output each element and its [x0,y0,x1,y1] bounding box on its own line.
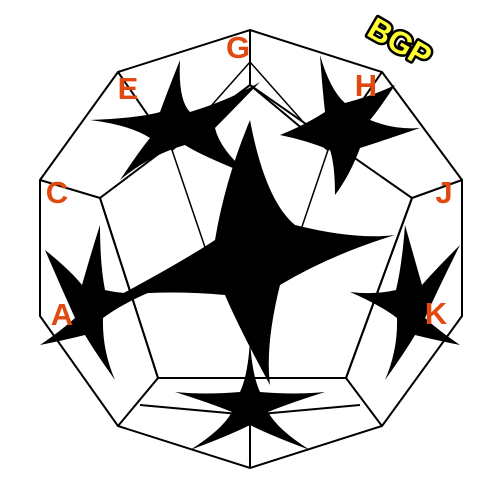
vertex-label-e: E [118,71,139,106]
star-center [120,120,395,385]
vertex-labels: G E H C J A K [46,30,453,332]
vertex-label-j: J [435,175,452,210]
bgp-badge-text: BGP [362,10,438,74]
vertex-label-h: H [355,68,377,103]
star-bottom [175,340,325,450]
bgp-badge: BGP BGP [359,8,440,77]
vertex-label-c: C [46,175,68,210]
star-e [90,60,260,180]
star-h [280,55,420,195]
vertex-label-a: A [51,297,73,332]
vertex-label-k: K [425,296,448,331]
star-a [40,225,150,380]
star-k [350,225,460,380]
stars [40,55,460,450]
vertex-label-g: G [226,30,250,65]
